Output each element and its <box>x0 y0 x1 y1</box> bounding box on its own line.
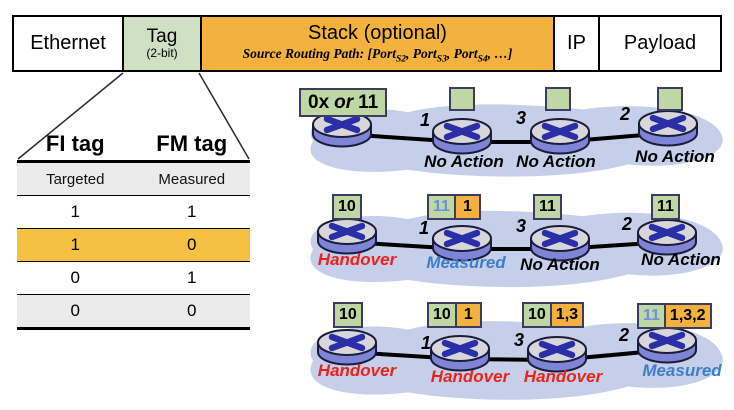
tag-value-box: 10 <box>332 194 362 220</box>
fi-tag-box: 11 <box>651 194 680 220</box>
action-label: No Action <box>424 152 504 171</box>
fi-tag-box: 10 <box>522 302 552 328</box>
action-label: No Action <box>520 255 600 274</box>
links-row-3 <box>346 348 668 363</box>
fi-tag-box: 11 <box>533 194 562 220</box>
links-row-1 <box>341 131 669 144</box>
ethernet-label: Ethernet <box>30 32 106 54</box>
fi-tag-box <box>449 87 475 111</box>
tag-value-box <box>545 87 571 111</box>
port-label: 3 <box>516 216 527 236</box>
port-label: 2 <box>622 214 633 234</box>
packet-field-ethernet: Ethernet <box>14 17 124 70</box>
packet-header-bar: Ethernet Tag (2-bit) Stack (optional) So… <box>12 15 722 72</box>
fi-tag-box <box>545 87 571 111</box>
action-label-handover: Handover <box>317 250 397 269</box>
tag-label: Tag <box>146 25 178 47</box>
tag-value-box: 11 <box>533 194 562 220</box>
action-label-handover: Handover <box>523 367 603 386</box>
fi-tag-box <box>657 87 683 111</box>
port-label: 2 <box>619 325 630 345</box>
action-label-measured: Measured <box>642 361 722 380</box>
fm-tag-header: FM tag <box>156 131 228 156</box>
action-label-measured: Measured <box>426 253 506 272</box>
ip-label: IP <box>567 32 586 54</box>
port-label: 1 <box>421 333 432 353</box>
packet-field-stack: Stack (optional) Source Routing Path: [P… <box>202 17 555 70</box>
fi-tag-box: 10 <box>427 302 457 328</box>
packet-field-payload: Payload <box>600 17 720 70</box>
tag-value-box: 11 <box>651 194 680 220</box>
action-label-handover: Handover <box>430 367 510 386</box>
fi-tag-box: 10 <box>332 194 362 220</box>
tag-value-box <box>449 87 475 111</box>
fi-tag-box: 11 <box>637 303 666 329</box>
packet-field-ip: IP <box>555 17 600 70</box>
action-label: No Action <box>516 152 596 171</box>
port-label: 1 <box>420 110 431 130</box>
fi-tag-box: 11 <box>427 194 456 220</box>
links-row-2 <box>346 240 668 251</box>
stack-label: Stack (optional) <box>308 21 447 44</box>
packet-field-tag: Tag (2-bit) <box>124 17 202 70</box>
tag-value-box: 11 1 <box>427 194 481 220</box>
funnel-lines <box>17 72 250 160</box>
fm-tag-box: 1,3,2 <box>663 303 712 329</box>
payload-label: Payload <box>623 32 697 54</box>
port-label: 2 <box>620 104 631 124</box>
tag-value-box: 11 1,3,2 <box>637 303 712 329</box>
fm-tag-box: 1,3 <box>549 302 585 328</box>
tag-value-box: 10 <box>333 302 363 328</box>
port-label: 1 <box>419 218 430 238</box>
tag-value-box <box>657 87 683 111</box>
fi-tag-box: 10 <box>333 302 363 328</box>
action-label: No Action <box>635 147 715 166</box>
tag-sublabel: (2-bit) <box>146 45 178 60</box>
action-label-handover: Handover <box>317 361 397 380</box>
tag-value-box: 10 1,3 <box>522 302 585 328</box>
port-label: 3 <box>514 330 525 350</box>
tag-value-box: 10 1 <box>427 302 482 328</box>
fm-tag-box: 1 <box>453 194 481 220</box>
fm-tag-box: 1 <box>454 302 482 328</box>
router-icon <box>636 108 700 150</box>
port-label: 3 <box>516 108 527 128</box>
fi-tag-header: FI tag <box>45 131 105 156</box>
stack-sublabel: Source Routing Path: [PortS2, PortS3, Po… <box>242 45 513 65</box>
action-label: No Action <box>641 250 721 269</box>
tag-table-header: FI tag FM tag <box>17 128 250 160</box>
